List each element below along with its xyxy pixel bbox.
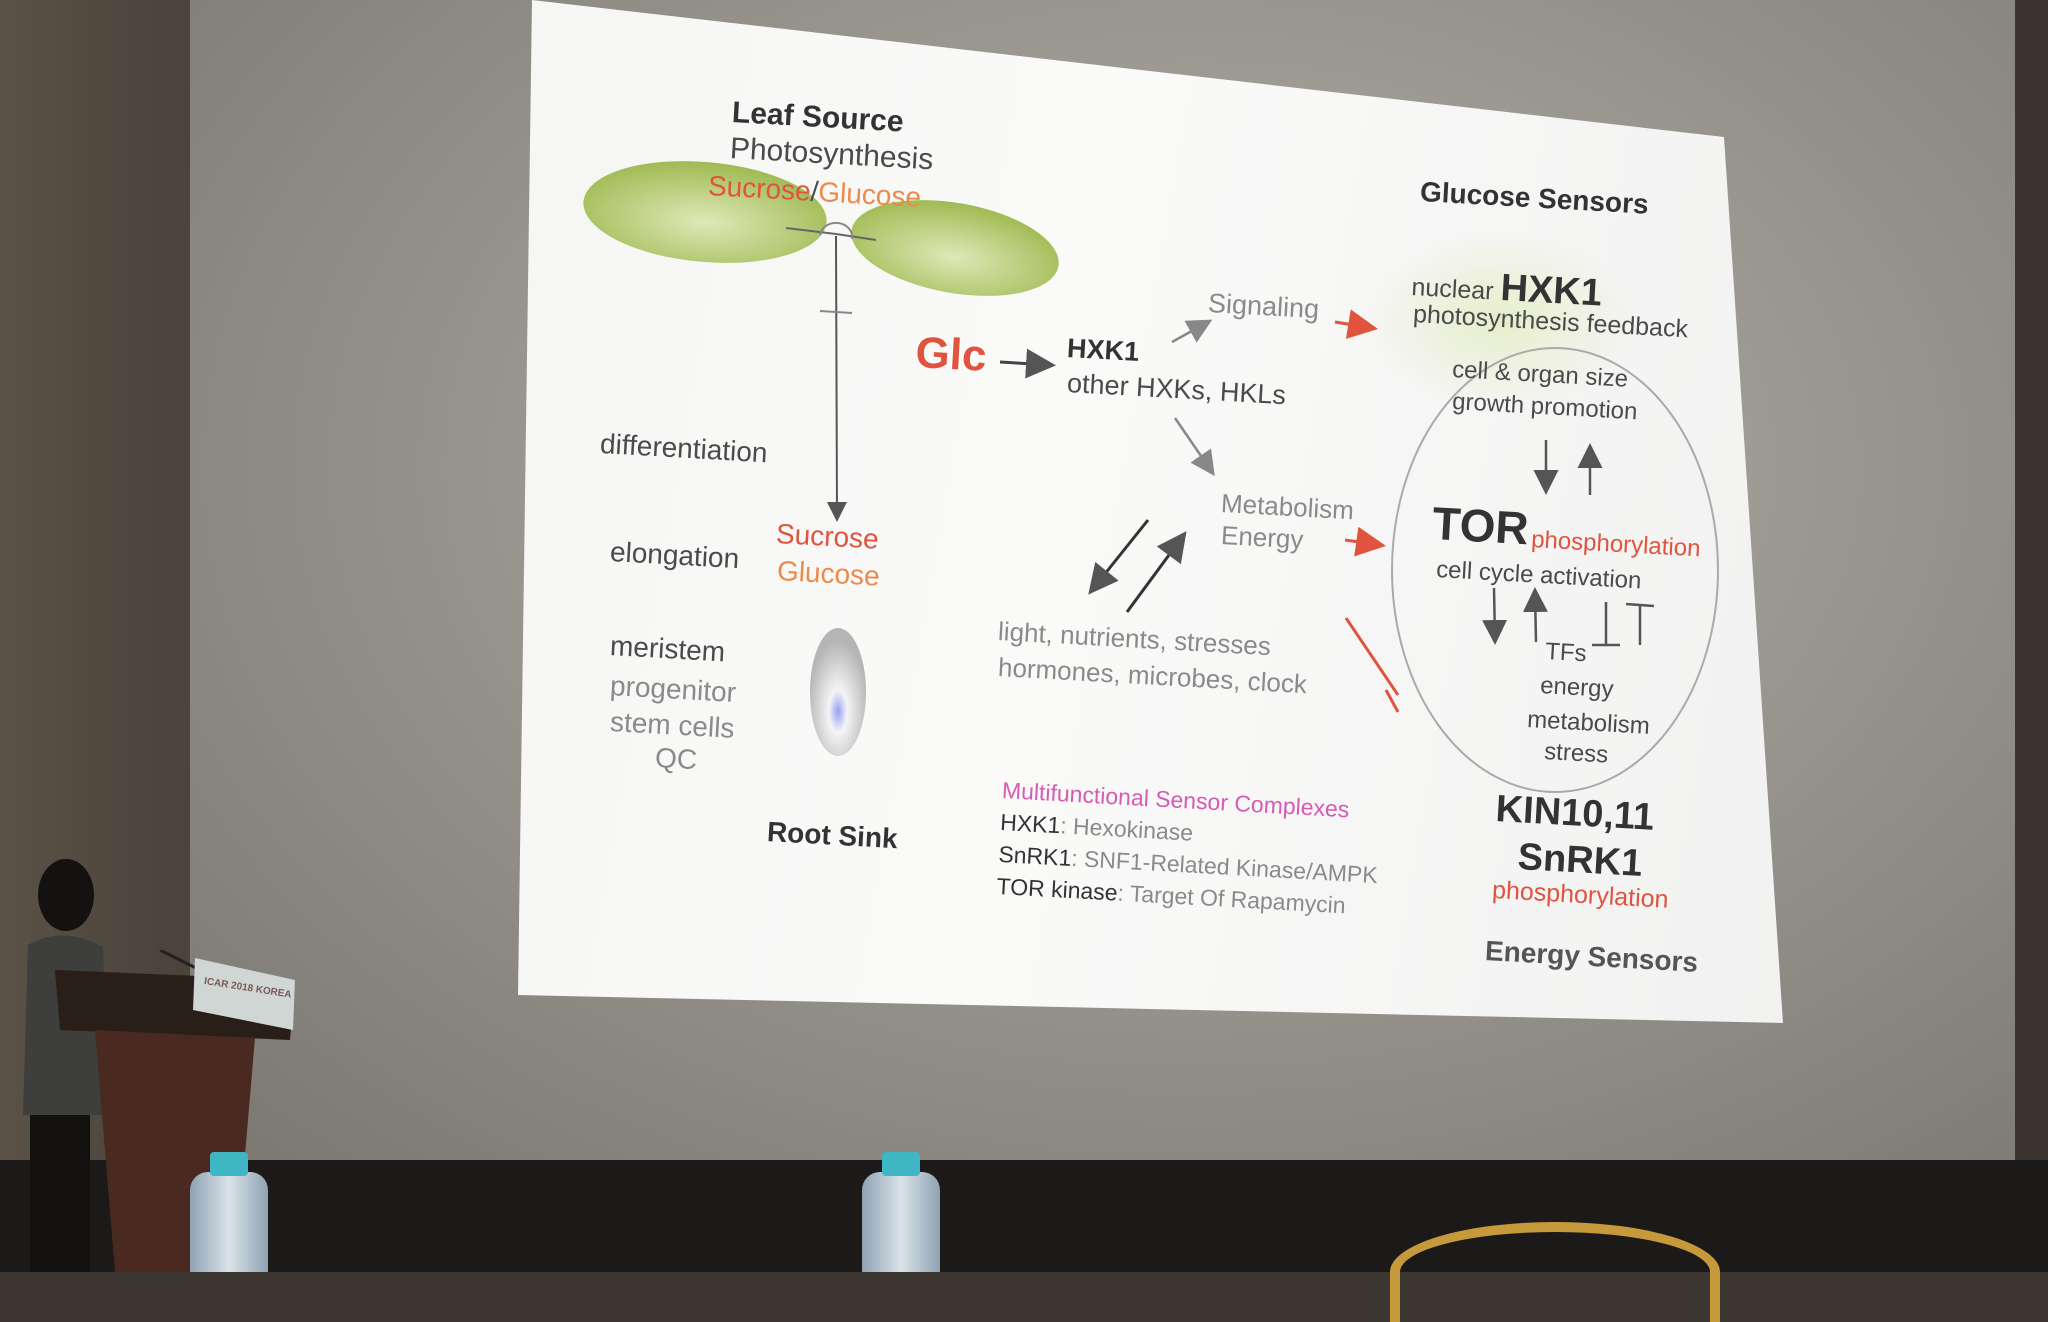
glucose-root-label: Glucose (776, 555, 881, 592)
stress-label: stress (1543, 738, 1609, 769)
water-bottle (190, 1152, 268, 1272)
meristem-label: meristem (609, 630, 726, 668)
signaling-label: Signaling (1207, 288, 1320, 325)
glucose-text: Glucose (817, 176, 922, 213)
glc-label: Glc (914, 328, 988, 381)
leaf-left (583, 161, 827, 263)
energy-target-label: energy (1539, 672, 1615, 704)
tor-label: TOR (1431, 496, 1531, 555)
tfs-label: TFs (1544, 638, 1588, 668)
kin10-11-label: KIN10,11 (1494, 788, 1656, 839)
gold-object (1390, 1222, 1720, 1322)
energy-label: Energy (1220, 520, 1305, 555)
sucrose-root-label: Sucrose (775, 518, 880, 555)
sensor-glow (1360, 230, 1640, 410)
tor-circle (1391, 347, 1719, 793)
root-tip (810, 628, 866, 756)
leaf-right (851, 200, 1059, 296)
podium-sign (193, 958, 295, 1030)
qc-label: QC (654, 742, 698, 776)
diagram-graphics (583, 161, 1719, 793)
legend: Multifunctional Sensor Complexes HXK1: H… (996, 774, 1382, 923)
hxk1-label: HXK1 (1066, 333, 1140, 367)
sucrose-text: Sucrose (707, 170, 812, 207)
water-bottle (862, 1152, 940, 1272)
